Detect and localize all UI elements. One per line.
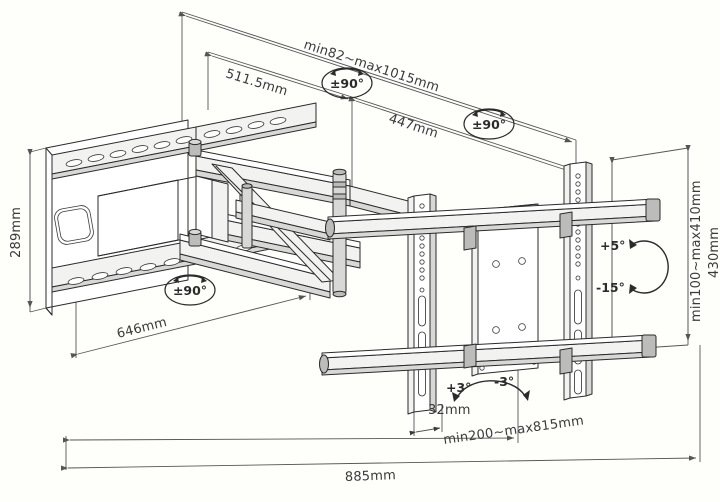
angle-labels: ±90° ±90° ±90° +5° -15° +3° -3° <box>173 76 625 395</box>
hinge-lower-left <box>188 228 202 247</box>
label-tilt-down: -15° <box>596 280 625 295</box>
label-overall-width: 885mm <box>345 468 397 485</box>
secondary-pivot-post <box>241 183 253 249</box>
swivel-badge-c <box>164 274 216 306</box>
roll-arc-indicator <box>452 380 530 402</box>
label-wall-plate-height: 289mm <box>9 207 24 258</box>
label-swivel-c: ±90° <box>173 283 207 298</box>
label-roll-left: +3° <box>446 380 471 395</box>
tilt-arc-indicator <box>629 239 669 294</box>
wall-plate-slots-top <box>65 117 287 167</box>
swivel-badges <box>164 67 515 306</box>
label-swivel-b: ±90° <box>472 117 506 132</box>
dimension-lines <box>27 11 697 471</box>
label-arm-upper: 511.5mm <box>224 66 290 99</box>
label-roll-right: -3° <box>494 374 514 389</box>
swivel-badge-b <box>463 108 515 140</box>
hinge-upper-left <box>188 138 202 157</box>
label-vesa-width-range: min200~max815mm <box>442 413 584 448</box>
tv-cross-bars <box>319 198 661 376</box>
label-arm-lower: 447mm <box>387 112 440 142</box>
label-swivel-a: ±90° <box>330 76 364 91</box>
label-vesa-height-range: min100~max410mm <box>689 180 704 322</box>
swivel-badge-a <box>321 67 373 99</box>
label-bracket-height: 430mm <box>707 227 720 278</box>
articulating-arms <box>179 138 421 299</box>
label-tilt-up: +5° <box>600 238 625 253</box>
label-depth-closed: 32mm <box>428 403 471 418</box>
